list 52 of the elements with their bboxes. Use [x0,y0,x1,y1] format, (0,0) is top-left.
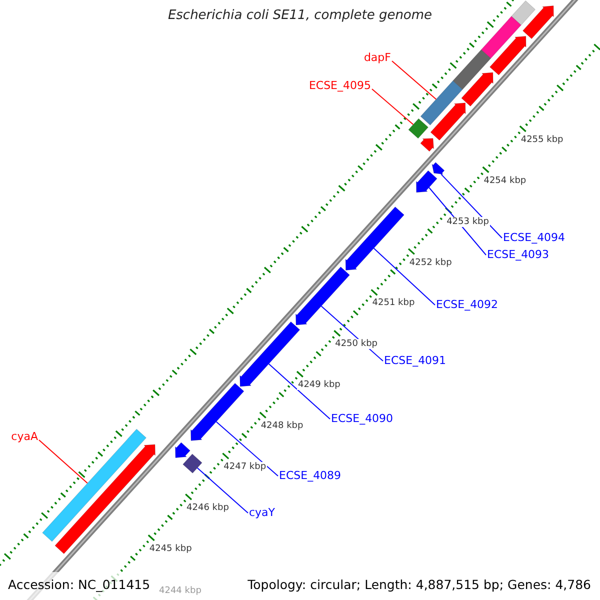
scale-label: 4245 kbp [148,544,193,554]
gene-label: ECSE_4091 [384,355,446,367]
leader-line [38,440,88,484]
gene-feature [420,138,434,152]
gene-feature [452,49,492,90]
scale-label: 4250 kbp [334,339,379,350]
gene-feature [240,321,300,387]
diagram-title: Escherichia coli SE11, complete genome [166,8,434,24]
genome-summary-text: Topology: circular; Length: 4,887,515 bp; Genes: 4,786 [248,577,591,593]
scale-label: 4253 kbp [446,216,490,227]
gene-feature [461,72,494,106]
scale-label: 4255 kbp [520,134,564,145]
leader-line [268,363,330,420]
gene-feature [416,170,438,193]
leader-line [392,60,437,100]
gene-label: dapF [364,52,391,64]
gene-feature [175,442,190,458]
gene-label: ECSE_4093 [487,249,550,261]
scale-label: 4246 kbp [186,502,230,513]
scale-label: 4248 kbp [260,421,304,432]
scale-label: 4247 kbp [222,462,268,472]
scale-label: 4252 kbp [408,258,453,268]
scale-label: 4251 kbp [371,298,416,308]
leader-line [428,187,486,256]
gene-feature [432,162,445,174]
gene-feature [182,454,202,474]
leader-line [440,174,502,238]
gene-feature [480,16,522,59]
gene-feature [430,102,466,140]
scale-label: 4254 kbp [482,176,528,186]
gene-feature [296,266,350,326]
leader-line [196,467,248,514]
leader-line [373,248,436,306]
gene-label: cyaA [11,431,38,443]
gene-feature [490,36,526,76]
gene-label: ECSE_4094 [503,232,566,244]
gene-label: ECSE_4090 [331,413,394,425]
gene-feature [522,6,554,39]
scale-label: 4244 kbp [158,586,202,596]
gene-label: ECSE_4092 [436,299,498,311]
leader-line [372,88,414,125]
gene-label: cyaY [249,507,276,519]
gene-feature [190,382,244,441]
leader-line [216,421,278,476]
accession-text: Accession: NC_011415 [8,577,150,593]
gene-label: ECSE_4089 [279,470,342,482]
gene-label: ECSE_4095 [308,80,371,92]
gene-feature [42,428,146,542]
scale-label: 4249 kbp [296,380,342,390]
gene-feature [345,206,404,270]
gene-feature [511,0,536,26]
gene-feature [420,80,463,126]
